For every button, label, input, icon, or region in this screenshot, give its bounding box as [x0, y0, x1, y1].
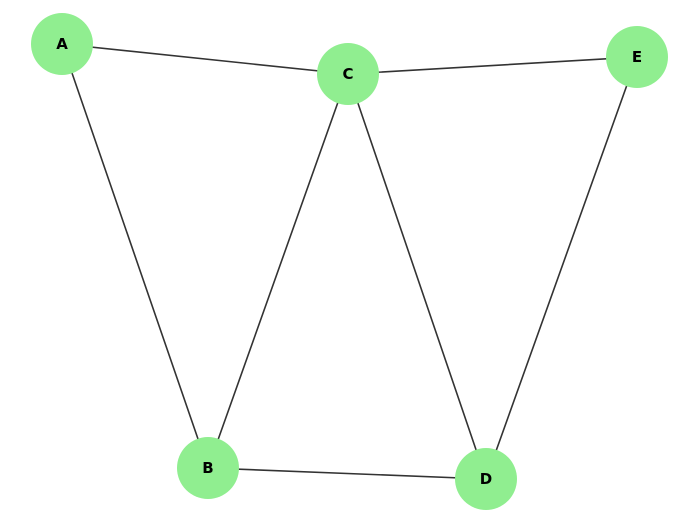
graph-node-circle-c[interactable]	[317, 43, 379, 105]
graph-edge-d-e	[485, 56, 638, 480]
graph-node-b[interactable]: B	[177, 437, 239, 499]
graph-node-circle-d[interactable]	[455, 448, 517, 510]
graph-node-circle-e[interactable]	[606, 26, 668, 88]
graph-edge-c-b	[207, 73, 349, 469]
edge-layer	[61, 43, 638, 480]
graph-edge-a-c	[61, 43, 349, 75]
graph-node-circle-b[interactable]	[177, 437, 239, 499]
graph-node-d[interactable]: D	[455, 448, 517, 510]
graph-edge-a-b	[61, 43, 209, 469]
graph-node-circle-a[interactable]	[31, 13, 93, 75]
graph-edge-c-d	[347, 73, 487, 480]
graph-node-c[interactable]: C	[317, 43, 379, 105]
graph-node-e[interactable]: E	[606, 26, 668, 88]
graph-edge-b-d	[207, 467, 487, 480]
graph-edge-c-e	[347, 56, 638, 75]
graph-node-a[interactable]: A	[31, 13, 93, 75]
node-layer: A B C D E	[31, 13, 668, 510]
